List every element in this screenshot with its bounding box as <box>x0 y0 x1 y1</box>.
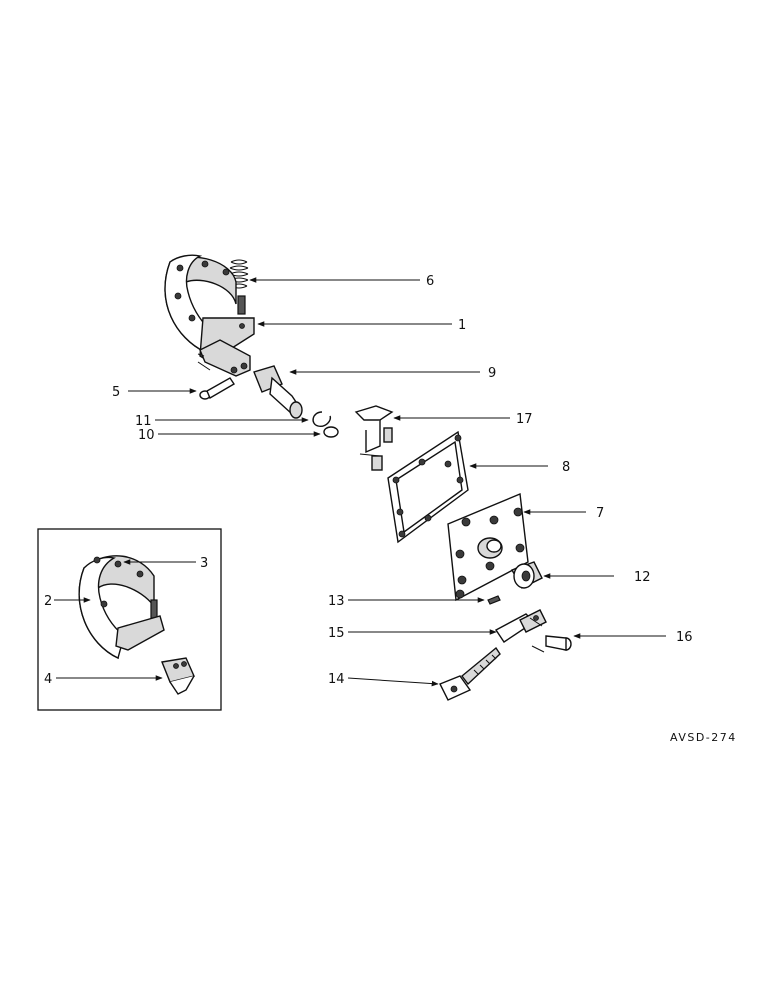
leader-lines <box>54 277 666 687</box>
rod-part-14 <box>439 646 501 701</box>
bracket-part-17 <box>354 405 394 471</box>
callout-16: 16 <box>676 630 693 645</box>
pin-part-5 <box>197 361 235 400</box>
callout-8: 8 <box>562 460 570 475</box>
brake-band-part-1 <box>164 254 255 377</box>
callout-6: 6 <box>426 274 434 289</box>
callout-10: 10 <box>138 428 155 443</box>
callout-labels: 6 1 9 5 11 10 17 8 7 12 13 15 16 14 3 2 … <box>44 274 693 687</box>
plate-part-4 <box>161 657 195 695</box>
callout-4: 4 <box>44 672 52 687</box>
callout-12: 12 <box>634 570 651 585</box>
cover-plate-part-7 <box>447 492 529 602</box>
shaft-part-9 <box>253 365 303 419</box>
callout-11: 11 <box>135 414 152 429</box>
snap-ring-part-11 <box>312 411 332 428</box>
key-part-13 <box>487 595 501 605</box>
callout-9: 9 <box>488 366 496 381</box>
washer-part-10 <box>323 426 339 438</box>
pin-part-16 <box>531 635 572 653</box>
inset-box <box>37 528 222 711</box>
clevis-part-15 <box>494 609 547 643</box>
callout-17: 17 <box>516 412 533 427</box>
callout-14: 14 <box>328 672 345 687</box>
callout-15: 15 <box>328 626 345 641</box>
brake-band-part-2 <box>78 555 165 660</box>
callout-3: 3 <box>200 556 208 571</box>
callout-13: 13 <box>328 594 345 609</box>
drawing-code: AVSD-274 <box>670 731 737 744</box>
callout-2: 2 <box>44 594 52 609</box>
callout-1: 1 <box>458 318 466 333</box>
gasket-part-8 <box>387 430 469 544</box>
spring-part-6 <box>229 259 249 289</box>
yoke-part-12 <box>510 561 543 589</box>
callout-7: 7 <box>596 506 604 521</box>
callout-5: 5 <box>112 385 120 400</box>
